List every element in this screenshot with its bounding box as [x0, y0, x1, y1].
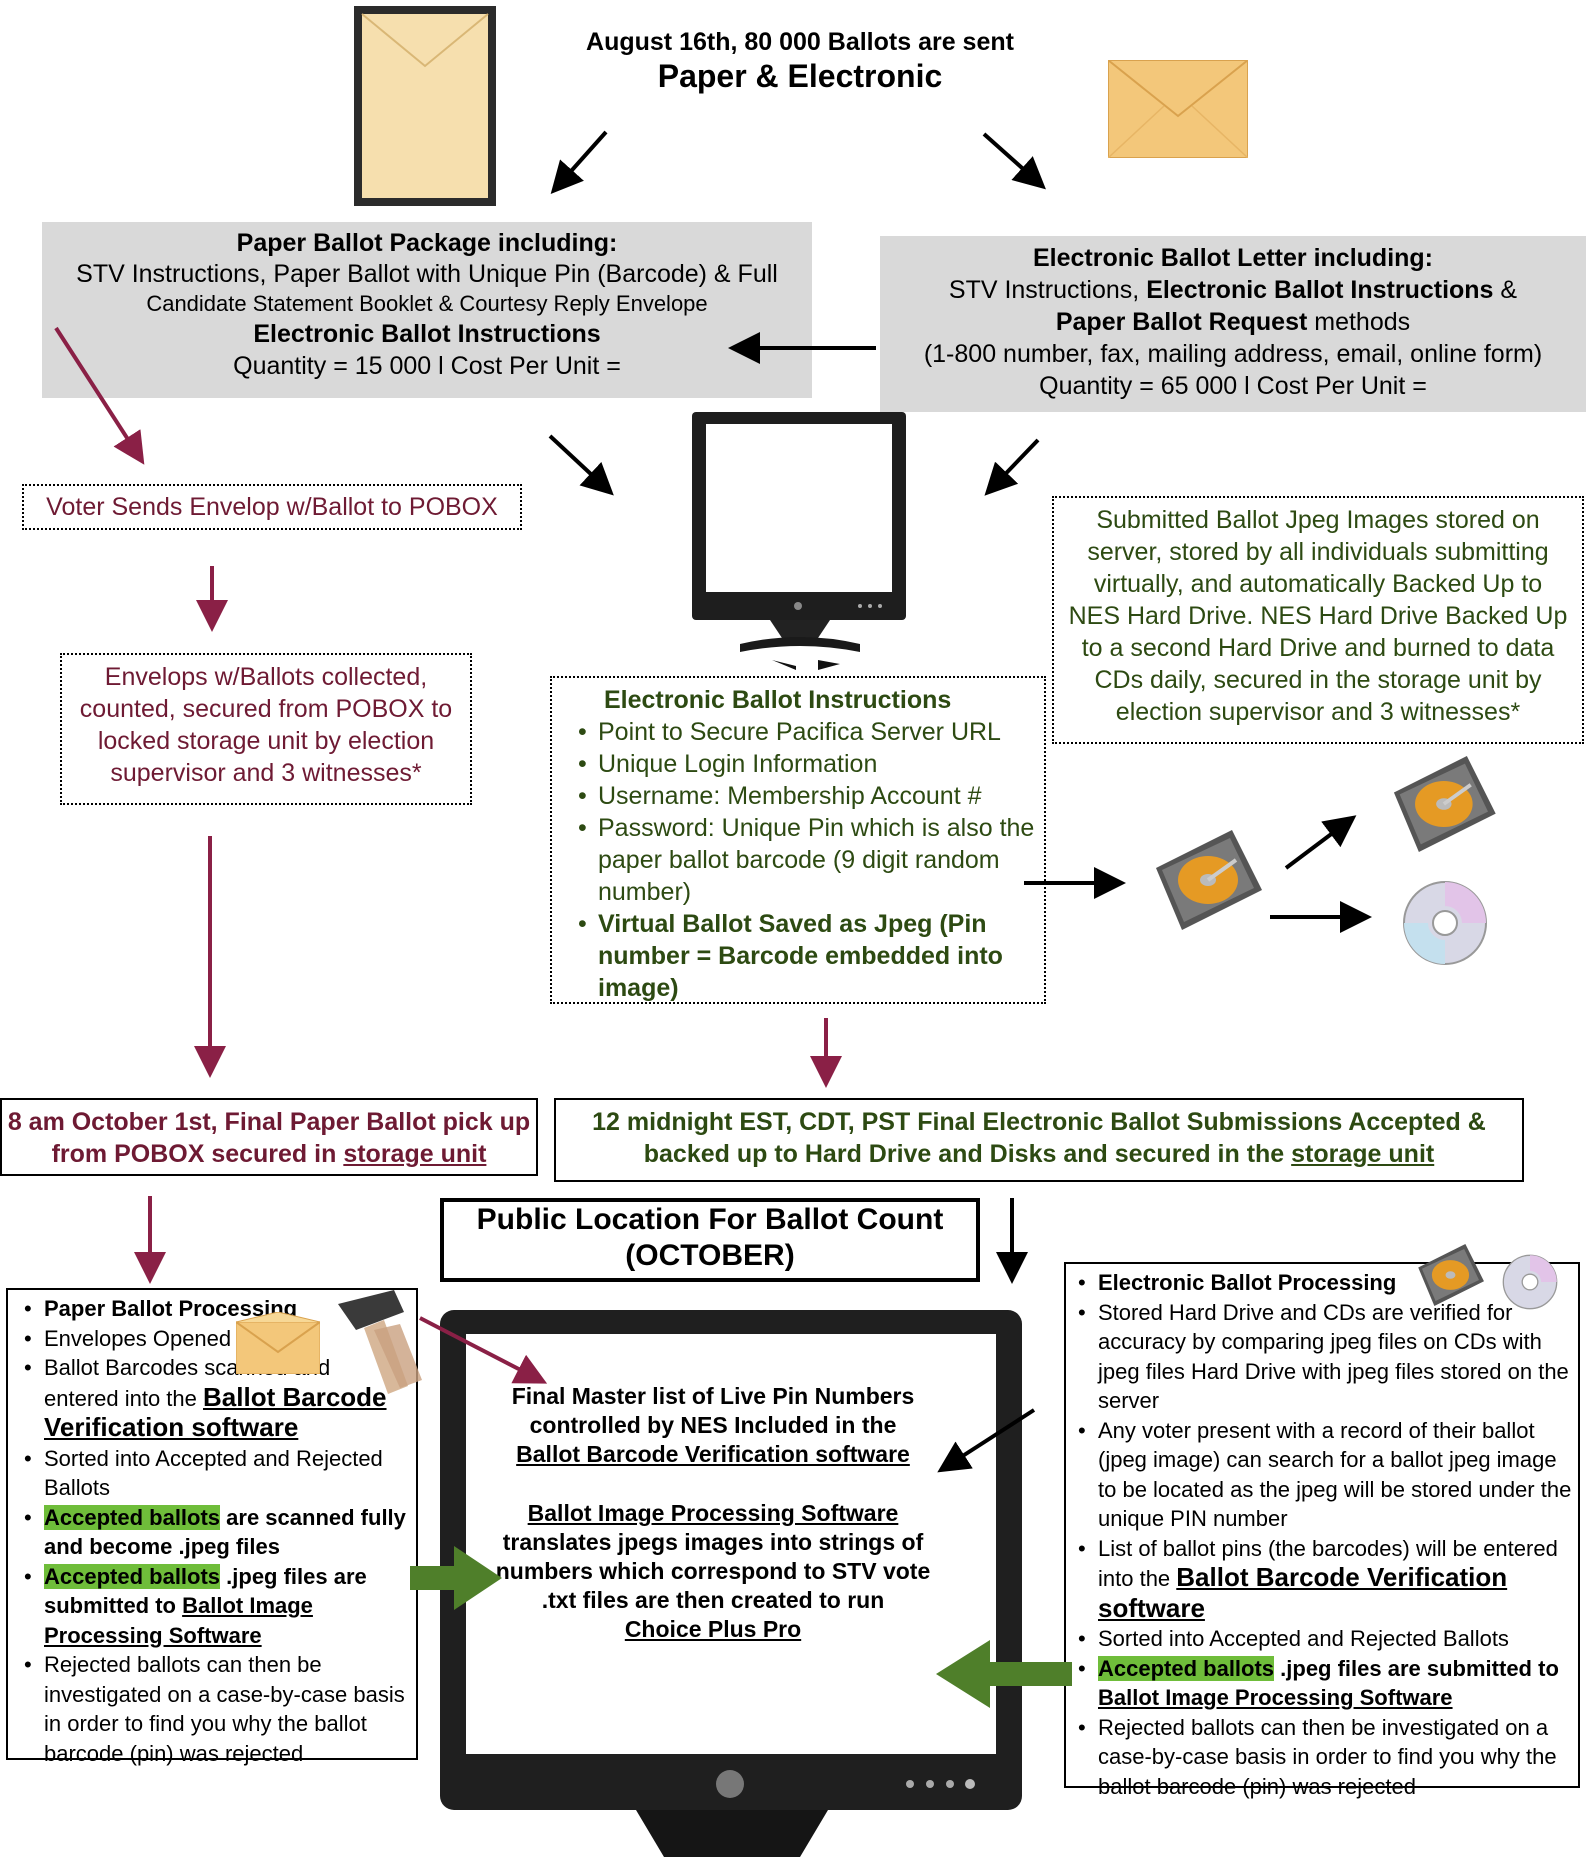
paper-ballot-package-box: Paper Ballot Package including: STV Inst… — [42, 222, 812, 398]
ballot-image-software-link[interactable]: Ballot Image Processing Software — [527, 1500, 899, 1526]
electronic-ballot-instructions-box: Electronic Ballot Instructions Point to … — [550, 676, 1046, 1004]
electronic-letter-line3: (1-800 number, fax, mailing address, ema… — [923, 340, 1543, 368]
list-item: Paper Ballot Processing — [24, 1294, 408, 1324]
paper-package-title: Paper Ballot Package including: — [236, 229, 618, 257]
cd-icon — [1502, 1254, 1558, 1310]
hard-drive-icon — [1412, 1244, 1484, 1306]
final-electronic-box: 12 midnight EST, CDT, PST Final Electron… — [554, 1098, 1524, 1182]
paper-package-line4: Quantity = 15 000 l Cost Per Unit = — [233, 352, 621, 380]
electronic-letter-line4: Quantity = 65 000 l Cost Per Unit = — [1039, 372, 1427, 400]
master-list-text: Final Master list of Live Pin Numbers co… — [511, 1383, 915, 1438]
computer-monitor-icon — [440, 1310, 1022, 1857]
list-item: Envelopes Opened — [24, 1324, 408, 1354]
list-item: Accepted ballots are scanned fully and b… — [24, 1503, 408, 1562]
list-item: Any voter present with a record of their… — [1078, 1416, 1572, 1534]
list-item: Username: Membership Account # — [578, 780, 1036, 812]
list-item: Accepted ballots .jpeg files are submitt… — [1078, 1654, 1572, 1713]
instructions-list: Point to Secure Pacifica Server URL Uniq… — [572, 716, 1036, 1004]
list-item: Sorted into Accepted and Rejected Ballot… — [24, 1444, 408, 1503]
electronic-ballot-processing-box: Electronic Ballot Processing Stored Hard… — [1064, 1262, 1580, 1799]
envelops-collected-box: Envelops w/Ballots collected, counted, s… — [60, 653, 472, 805]
list-item: Virtual Ballot Saved as Jpeg (Pin number… — [578, 908, 1036, 1004]
paper-package-line3: Electronic Ballot Instructions — [253, 320, 601, 348]
arrow — [984, 438, 1040, 496]
hard-drive-icon — [1146, 830, 1262, 930]
arrow — [982, 132, 1046, 190]
arrow — [548, 434, 614, 496]
hard-drive-icon — [1384, 756, 1496, 852]
list-item: Rejected ballots can then be investigate… — [1078, 1713, 1572, 1802]
list-item: Ballot Barcodes scanned and entered into… — [24, 1353, 408, 1444]
voter-sends-box: Voter Sends Envelop w/Ballot to POBOX — [22, 484, 522, 530]
arrow — [1284, 815, 1357, 870]
electronic-letter-title: Electronic Ballot Letter including: — [1032, 244, 1434, 272]
list-item: Stored Hard Drive and CDs are verified f… — [1078, 1298, 1572, 1416]
list-item: Point to Secure Pacifica Server URL — [578, 716, 1036, 748]
paper-ballot-processing-box: Paper Ballot Processing Envelopes Opened… — [6, 1288, 418, 1766]
list-item: Password: Unique Pin which is also the p… — [578, 812, 1036, 908]
paper-package-line2: Candidate Statement Booklet & Courtesy R… — [146, 291, 708, 316]
list-item: Accepted ballots .jpeg files are submitt… — [24, 1562, 408, 1651]
computer-monitor-icon — [690, 412, 910, 672]
barcode-scanner-icon — [334, 1290, 444, 1400]
header-line2: Paper & Electronic — [657, 58, 943, 94]
electronic-processing-list: Electronic Ballot Processing Stored Hard… — [1078, 1268, 1572, 1802]
paper-package-line1: STV Instructions, Paper Ballot with Uniq… — [76, 260, 778, 288]
list-item: Rejected ballots can then be investigate… — [24, 1650, 408, 1768]
electronic-letter-line2: Paper Ballot Request methods — [1055, 308, 1411, 336]
submitted-jpeg-box: Submitted Ballot Jpeg Images stored on s… — [1052, 496, 1584, 744]
list-item: Sorted into Accepted and Rejected Ballot… — [1078, 1624, 1572, 1654]
list-item: List of ballot pins (the barcodes) will … — [1078, 1534, 1572, 1625]
monitor-screen-text: Final Master list of Live Pin Numbers co… — [488, 1382, 938, 1644]
arrow — [550, 130, 608, 194]
electronic-ballot-letter-box: Electronic Ballot Letter including: STV … — [880, 236, 1586, 412]
envelope-icon — [1107, 59, 1249, 159]
cd-icon — [1402, 880, 1488, 966]
list-item: Electronic Ballot Processing — [1078, 1268, 1572, 1298]
storage-unit-link[interactable]: storage unit — [343, 1140, 487, 1168]
public-location-box: Public Location For Ballot Count (OCTOBE… — [440, 1198, 980, 1282]
list-item: Unique Login Information — [578, 748, 1036, 780]
final-paper-pickup-box: 8 am October 1st, Final Paper Ballot pic… — [0, 1098, 538, 1176]
storage-unit-link[interactable]: storage unit — [1291, 1140, 1435, 1168]
header-line1: August 16th, 80 000 Ballots are sent — [586, 28, 1014, 56]
paper-processing-list: Paper Ballot Processing Envelopes Opened… — [18, 1294, 408, 1768]
envelope-icon — [354, 6, 496, 206]
electronic-letter-line1: STV Instructions, Electronic Ballot Inst… — [948, 276, 1518, 304]
choice-plus-pro-link[interactable]: Choice Plus Pro — [624, 1616, 802, 1642]
envelope-open-icon — [235, 1311, 321, 1375]
ballot-barcode-software-link[interactable]: Ballot Barcode Verification software — [516, 1441, 910, 1467]
instructions-title: Electronic Ballot Instructions — [604, 686, 952, 714]
